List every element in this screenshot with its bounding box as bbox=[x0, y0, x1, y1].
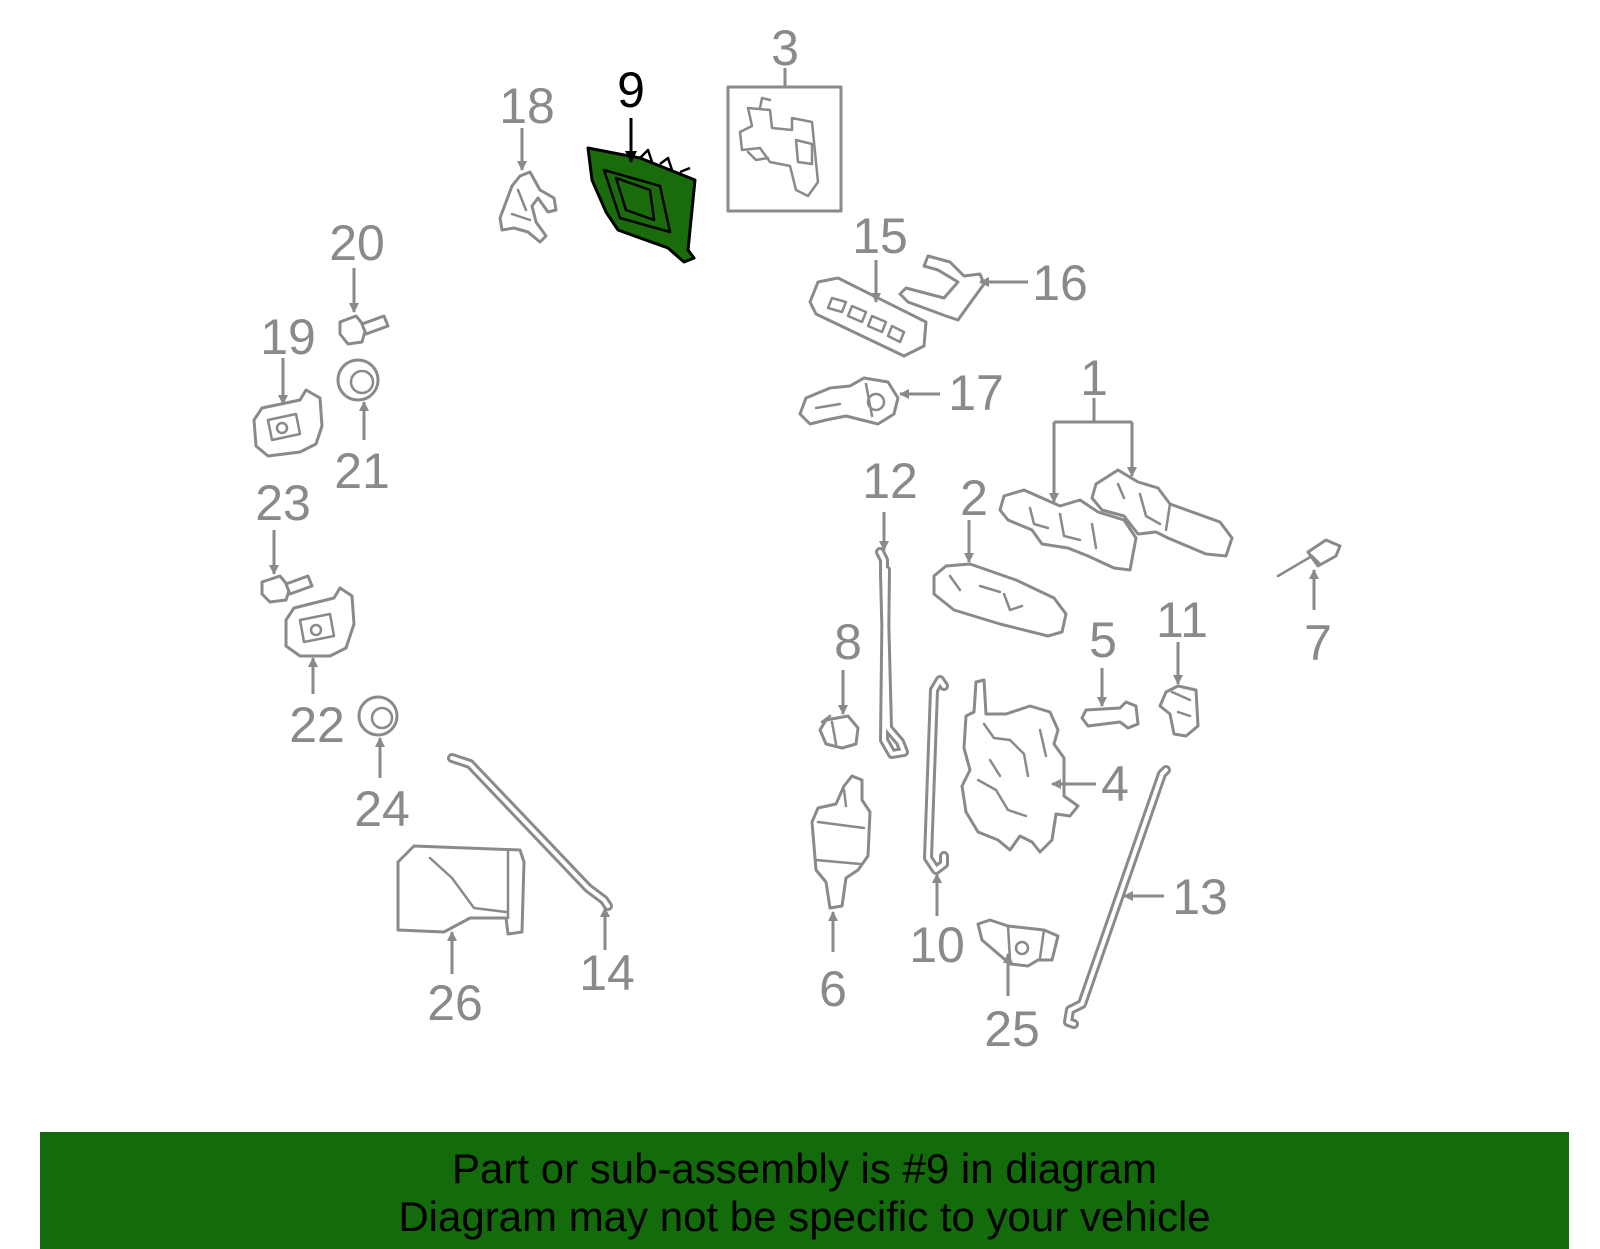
part-22[interactable] bbox=[284, 586, 356, 658]
part-8[interactable] bbox=[818, 714, 860, 750]
part-18[interactable] bbox=[498, 170, 558, 244]
part-26[interactable] bbox=[396, 844, 526, 936]
part-6[interactable] bbox=[810, 774, 872, 910]
label-12: 12 bbox=[862, 453, 918, 509]
label-19: 19 bbox=[260, 309, 316, 365]
part-16[interactable] bbox=[898, 254, 986, 322]
label-21: 21 bbox=[334, 443, 390, 499]
label-15: 15 bbox=[852, 208, 908, 264]
part-2[interactable] bbox=[932, 562, 1068, 638]
part-11[interactable] bbox=[1158, 684, 1200, 738]
parts-diagram: 9 3 18 15 16 17 20 2 bbox=[252, 20, 1342, 1057]
part-25[interactable] bbox=[976, 918, 1060, 968]
label-7: 7 bbox=[1304, 615, 1332, 671]
part-7[interactable] bbox=[1276, 538, 1342, 578]
part-10[interactable] bbox=[923, 675, 949, 875]
label-3: 3 bbox=[771, 20, 799, 76]
info-banner: Part or sub-assembly is #9 in diagram Di… bbox=[40, 1132, 1569, 1249]
label-10: 10 bbox=[909, 917, 965, 973]
label-1: 1 bbox=[1080, 350, 1108, 406]
label-4: 4 bbox=[1101, 756, 1129, 812]
banner-line-2: Diagram may not be specific to your vehi… bbox=[398, 1193, 1211, 1240]
label-23: 23 bbox=[255, 475, 311, 531]
banner-line-1: Part or sub-assembly is #9 in diagram bbox=[452, 1145, 1157, 1192]
part-12[interactable] bbox=[875, 547, 909, 759]
label-13: 13 bbox=[1172, 869, 1228, 925]
part-5[interactable] bbox=[1080, 700, 1140, 730]
part-15[interactable] bbox=[808, 276, 928, 358]
part-14[interactable] bbox=[447, 753, 613, 911]
label-25: 25 bbox=[984, 1001, 1040, 1057]
part-13[interactable] bbox=[1063, 765, 1171, 1029]
part-3[interactable] bbox=[726, 85, 843, 213]
part-24[interactable] bbox=[357, 695, 399, 737]
label-6: 6 bbox=[819, 961, 847, 1017]
label-11: 11 bbox=[1156, 592, 1208, 648]
part-23[interactable] bbox=[260, 574, 314, 604]
label-20: 20 bbox=[329, 215, 385, 271]
label-16: 16 bbox=[1032, 255, 1088, 311]
label-8: 8 bbox=[834, 614, 862, 670]
label-14: 14 bbox=[579, 945, 635, 1001]
label-2: 2 bbox=[960, 470, 988, 526]
part-1[interactable] bbox=[998, 468, 1234, 572]
label-26: 26 bbox=[427, 975, 483, 1031]
part-20[interactable] bbox=[338, 314, 390, 346]
part-4[interactable] bbox=[960, 678, 1080, 854]
part-21[interactable] bbox=[336, 358, 380, 402]
label-24: 24 bbox=[354, 781, 410, 837]
label-17: 17 bbox=[948, 365, 1004, 421]
part-17[interactable] bbox=[798, 376, 900, 426]
part-19[interactable] bbox=[252, 388, 324, 458]
label-5: 5 bbox=[1089, 612, 1117, 668]
part-9-highlighted[interactable] bbox=[586, 146, 697, 264]
label-18: 18 bbox=[499, 78, 555, 134]
label-9: 9 bbox=[617, 62, 645, 118]
label-22: 22 bbox=[289, 697, 345, 753]
